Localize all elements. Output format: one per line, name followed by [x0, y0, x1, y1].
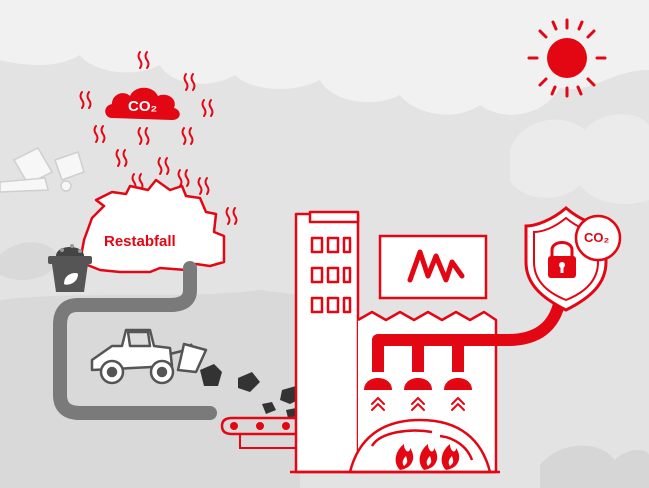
- sun-icon: [527, 18, 607, 98]
- waste-transport-pipe: [53, 261, 217, 420]
- exhaust-pipe-network: [372, 298, 566, 372]
- garbage-bag-icon: [0, 147, 85, 193]
- co2-cloud-label: CO₂: [128, 98, 158, 115]
- co2-shield-label: CO₂: [584, 230, 610, 245]
- waste-label: Restabfall: [104, 233, 176, 250]
- exhaust-hood-icon: [364, 378, 472, 390]
- up-arrow-icon: [371, 396, 465, 411]
- co2-badge: [574, 214, 622, 262]
- wheel-loader-icon: [90, 328, 208, 385]
- padlock-icon: [548, 241, 576, 278]
- ground-shade: [0, 290, 300, 488]
- co2-cloud-icon: [105, 87, 180, 120]
- waste-cloud-outline: [78, 178, 226, 274]
- furnace-flame-icon: [395, 444, 460, 470]
- factory-building-icon: [294, 210, 498, 474]
- company-logo-sign: [378, 234, 488, 300]
- chevron-right-icon: [202, 406, 217, 420]
- waste-bin-icon: [48, 244, 92, 292]
- heat-wave-icon: [79, 51, 238, 225]
